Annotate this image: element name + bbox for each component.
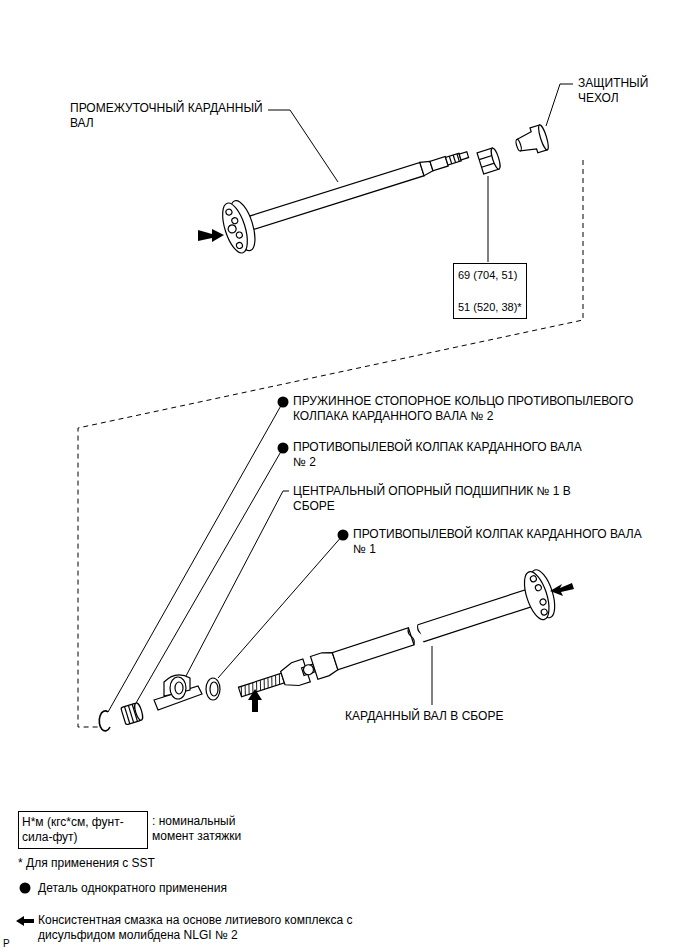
leader-line [546, 84, 573, 126]
lock-nut [477, 147, 502, 174]
leader-line [488, 176, 489, 262]
legend-entry: Деталь однократного применения [38, 881, 358, 896]
intermediate-shaft [236, 242, 244, 250]
propeller-shaft [265, 678, 271, 688]
protective-boot [513, 124, 550, 158]
propeller-shaft [261, 679, 267, 689]
grease-arrow [550, 583, 574, 596]
one-time-part-dot [278, 443, 289, 454]
legend-text: Деталь однократного применения [38, 881, 227, 895]
protective-boot [537, 124, 551, 151]
propeller-shaft [257, 680, 263, 690]
intermediate-shaft [218, 200, 253, 256]
leader-line [432, 646, 433, 705]
part-name: ПРОТИВОПЫЛЕВОЙ КОЛПАК КАРДАННОГО ВАЛА № … [293, 440, 593, 470]
intermediate-shaft [449, 156, 451, 164]
part-name: ПРОМЕЖУТОЧНЫЙ КАРДАННЫЙ ВАЛ [70, 101, 282, 131]
propeller-shaft [238, 686, 244, 696]
one-time-part-dot [278, 397, 289, 408]
intermediate-shaft [459, 152, 468, 160]
dust-cover-2 [133, 702, 144, 721]
part-name: ЦЕНТРАЛЬНЫЙ ОПОРНЫЙ ПОДШИПНИК № 1 В СБОР… [293, 484, 593, 514]
propeller-shaft [232, 567, 559, 716]
part-name: КАРДАННЫЙ ВАЛ В СБОРЕ [345, 709, 585, 724]
propeller-shaft [407, 627, 415, 645]
page-mark: P [3, 936, 23, 951]
part-name: ПРОТИВОПЫЛЕВОЙ КОЛПАК КАРДАННОГО ВАЛА № … [353, 527, 653, 557]
dust-cover-1 [206, 678, 220, 700]
grease-arrow [20, 883, 31, 894]
grease-arrow [16, 916, 34, 926]
snap-ring [99, 711, 110, 731]
footnote: * Для применения с SST [18, 856, 278, 871]
propeller-shaft [519, 569, 553, 623]
legend-note: : номинальный момент затяжки [152, 814, 262, 844]
center-bearing [175, 682, 183, 694]
propeller-shaft [242, 685, 248, 695]
propeller-shaft [273, 675, 279, 685]
leader-line [268, 110, 338, 182]
dust-cover-2 [121, 702, 144, 725]
grease-arrow [198, 229, 224, 242]
lock-nut [489, 147, 501, 170]
grease-arrow [248, 689, 262, 712]
intermediate-shaft [236, 231, 244, 239]
propeller-shaft [530, 575, 538, 583]
torque-unit-text: Н*м (кгс*см, фунт-сила-фут) [22, 815, 144, 845]
center-bearing [170, 677, 186, 699]
propeller-shaft [238, 674, 282, 697]
torque-box: 69 (704, 51) 51 (520, 38)* [453, 263, 527, 319]
dust-cover-1 [206, 678, 220, 700]
center-bearing [154, 675, 202, 710]
protective-boot [515, 139, 522, 152]
propeller-shaft [246, 684, 252, 694]
intermediate-shaft [225, 208, 233, 216]
torque-value: 51 (520, 38)* [458, 300, 522, 314]
propeller-shaft [238, 673, 284, 696]
grease-arrow [16, 229, 574, 926]
part-name: ПРУЖИННОЕ СТОПОРНОЕ КОЛЬЦО ПРОТИВОПЫЛЕВО… [293, 394, 663, 424]
propeller-shaft [539, 598, 547, 606]
intermediate-shaft [248, 162, 424, 229]
intermediate-shaft [227, 224, 237, 234]
legend-torque-box: Н*м (кгс*см, фунт-сила-фут) [18, 811, 148, 849]
legend-entry: Консистентная смазка на основе литиевого… [38, 913, 388, 943]
propeller-shaft [332, 628, 414, 670]
intermediate-shaft [218, 130, 476, 256]
intermediate-shaft [453, 155, 455, 163]
leader-line [108, 402, 283, 712]
leader-line [186, 491, 289, 676]
intermediate-shaft [231, 217, 239, 225]
legend-text: Консистентная смазка на основе литиевого… [38, 913, 352, 942]
part-name: ЗАЩИТНЫЙ ЧЕХОЛ [578, 76, 673, 106]
one-time-part-dot [338, 530, 349, 541]
propeller-shaft [535, 584, 543, 592]
leader-line [136, 448, 283, 703]
snap-ring [99, 711, 110, 731]
torque-value: 69 (704, 51) [458, 268, 517, 282]
propeller-shaft [418, 589, 533, 642]
dust-cover-1 [210, 682, 218, 696]
propeller-shaft [269, 676, 275, 686]
propeller-shaft [540, 608, 548, 616]
